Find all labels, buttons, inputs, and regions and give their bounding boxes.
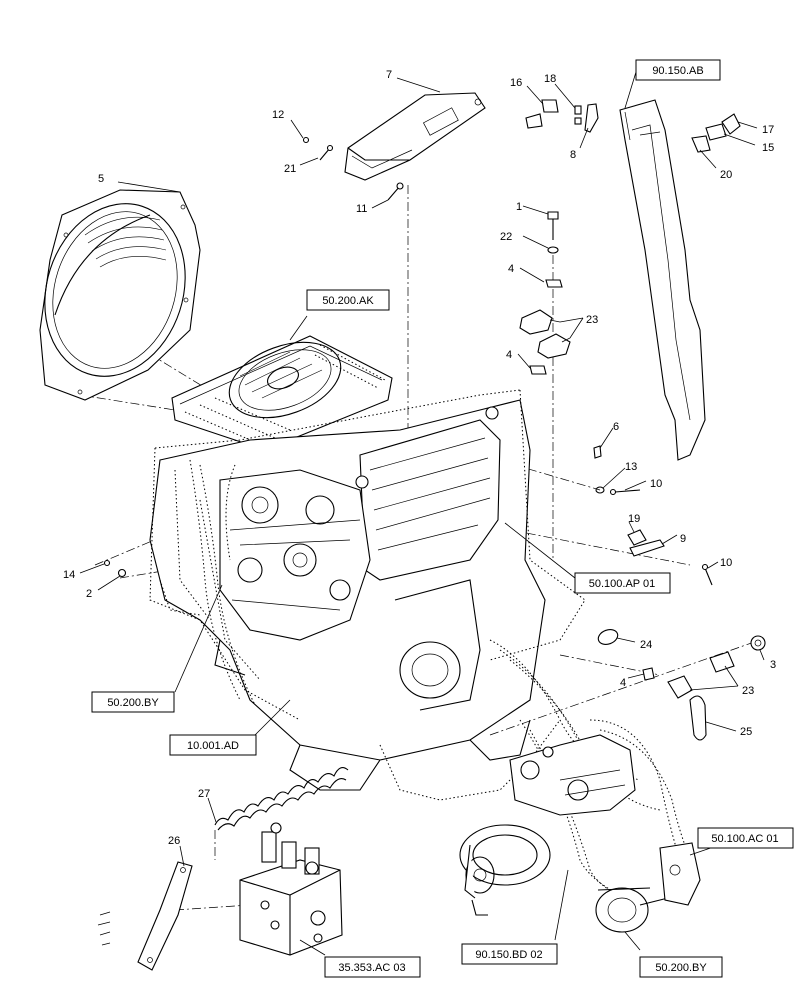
coil-spring xyxy=(214,767,349,831)
block-19 xyxy=(627,529,647,546)
control-valve-block xyxy=(239,822,343,956)
callout-13: 13 xyxy=(625,461,637,473)
callout-26: 26 xyxy=(168,835,180,847)
ref-box-50200ak: 50.200.AK xyxy=(306,289,390,311)
callout-11: 11 xyxy=(356,203,367,215)
engine-frame xyxy=(149,389,586,801)
callout-4-mid: 4 xyxy=(506,349,512,361)
callout-18: 18 xyxy=(544,73,556,85)
callout-10-upper: 10 xyxy=(650,478,662,490)
hardware-cluster-top-right xyxy=(525,99,741,153)
callout-12: 12 xyxy=(272,109,284,121)
svg-text:90.150.BD 02: 90.150.BD 02 xyxy=(475,949,542,961)
screw-11 xyxy=(387,182,404,201)
ref-box-90150bd02: 90.150.BD 02 xyxy=(461,943,558,965)
bracket-9 xyxy=(629,539,665,557)
svg-text:10.001.AD: 10.001.AD xyxy=(187,740,239,752)
clamp-23-lower xyxy=(667,651,735,699)
ref-box-10001ad: 10.001.AD xyxy=(169,734,257,756)
nut-4-lower xyxy=(642,667,655,681)
leader-lines xyxy=(79,71,765,956)
fan-shroud xyxy=(39,189,201,401)
ref-box-50100ac01: 50.100.AC 01 xyxy=(697,827,794,849)
svg-text:50.100.AC 01: 50.100.AC 01 xyxy=(711,833,778,845)
callout-27: 27 xyxy=(198,788,210,800)
screw-14-2 xyxy=(103,559,127,578)
svg-text:50.200.BY: 50.200.BY xyxy=(655,962,707,974)
callout-23-top: 23 xyxy=(586,314,598,326)
ref-box-50200by-left: 50.200.BY xyxy=(91,691,175,713)
ref-box-90150ab: 90.150.AB xyxy=(635,59,721,81)
callout-8: 8 xyxy=(570,149,576,161)
callout-7: 7 xyxy=(386,69,392,81)
callout-3: 3 xyxy=(770,659,776,671)
svg-text:50.200.AK: 50.200.AK xyxy=(322,295,374,307)
svg-text:90.150.AB: 90.150.AB xyxy=(652,65,703,77)
mounting-bracket xyxy=(97,861,193,971)
callout-15: 15 xyxy=(762,142,774,154)
drive-motor xyxy=(459,824,551,916)
side-panel xyxy=(619,99,706,461)
ring-24 xyxy=(597,629,619,645)
nut-4-mid xyxy=(529,365,547,375)
callout-20: 20 xyxy=(720,169,732,181)
callout-14: 14 xyxy=(63,569,75,581)
radiator-cooler xyxy=(171,335,393,451)
washer-13 xyxy=(595,486,605,494)
callout-17: 17 xyxy=(762,124,774,136)
valve-50100ac xyxy=(659,842,701,906)
callout-6: 6 xyxy=(613,421,619,433)
strap-25 xyxy=(689,695,707,741)
callout-numbers: 1 2 3 4 4 4 5 6 7 8 9 10 10 11 12 13 14 … xyxy=(63,69,776,847)
clamp-23-top xyxy=(519,309,571,359)
callout-2: 2 xyxy=(86,588,92,600)
ref-box-35353ac03: 35.353.AC 03 xyxy=(324,956,421,978)
callout-25: 25 xyxy=(740,726,752,738)
callout-16: 16 xyxy=(510,77,522,89)
callout-4-lower: 4 xyxy=(620,677,626,689)
callout-5: 5 xyxy=(98,173,104,185)
svg-text:35.353.AC 03: 35.353.AC 03 xyxy=(338,962,405,974)
washer-22 xyxy=(547,246,559,254)
pump-assembly xyxy=(509,734,636,816)
cap-3 xyxy=(750,635,766,651)
nut-4-top xyxy=(545,279,563,288)
callout-24: 24 xyxy=(640,639,652,651)
ref-box-50200by-right: 50.200.BY xyxy=(639,956,723,978)
svg-text:50.100.AP 01: 50.100.AP 01 xyxy=(589,578,655,590)
bolt-6 xyxy=(593,445,602,459)
screw-10-lower xyxy=(701,563,713,586)
engine-block xyxy=(149,399,546,791)
callout-22: 22 xyxy=(500,231,512,243)
svg-text:50.200.BY: 50.200.BY xyxy=(107,697,159,709)
callout-19: 19 xyxy=(628,513,640,525)
callout-23-lower: 23 xyxy=(742,685,754,697)
screw-10-upper xyxy=(609,488,641,496)
screw-12 xyxy=(302,136,310,144)
top-cover xyxy=(344,92,486,181)
callout-10-lower: 10 xyxy=(720,557,732,569)
ref-box-50100ap01: 50.100.AP 01 xyxy=(574,572,671,594)
callout-21: 21 xyxy=(284,163,296,175)
screw-21 xyxy=(319,144,334,161)
callout-1: 1 xyxy=(516,201,522,213)
callout-4-top: 4 xyxy=(508,263,514,275)
hardware-bolt-1 xyxy=(547,211,559,240)
callout-9: 9 xyxy=(680,533,686,545)
